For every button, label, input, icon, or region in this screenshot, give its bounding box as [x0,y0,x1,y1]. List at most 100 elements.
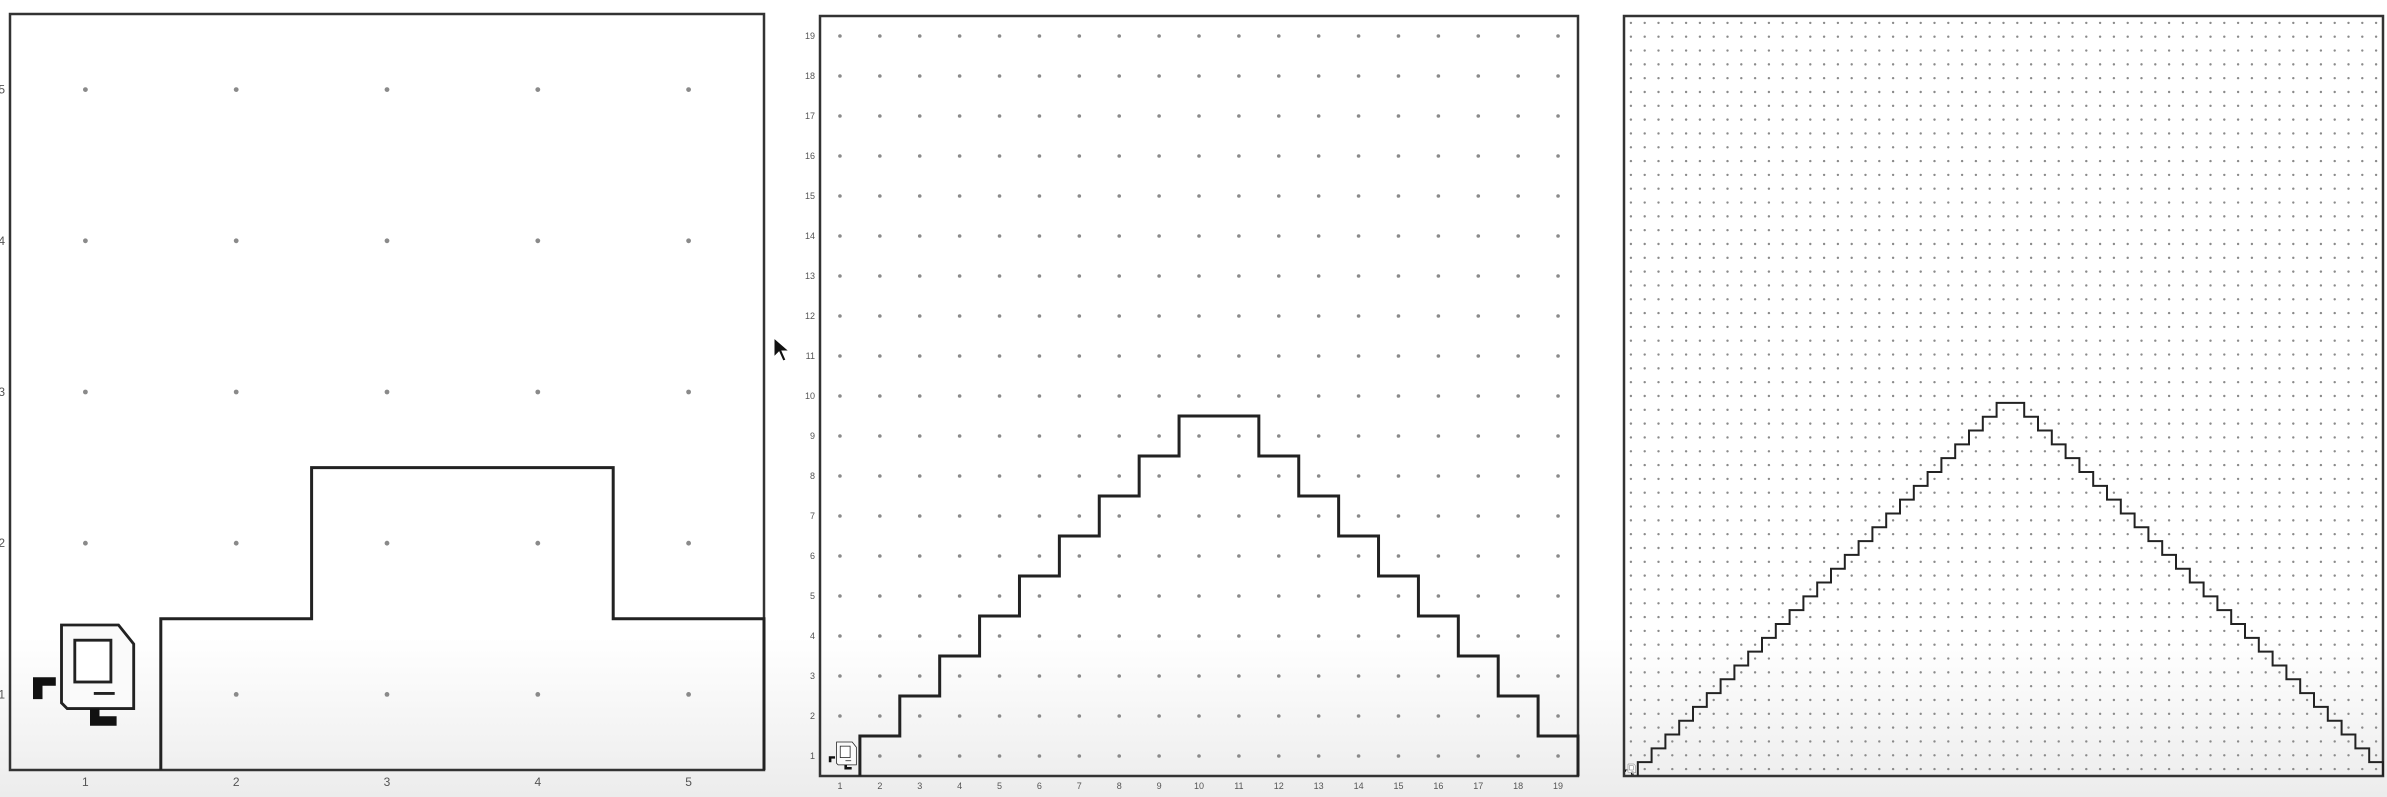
grid-corner-dot [1436,394,1441,398]
grid-corner-dot [1356,474,1361,478]
grid-corner-dot [1836,339,1840,342]
grid-corner-dot [1753,408,1757,412]
grid-corner-dot [2236,615,2240,619]
grid-corner-dot [2071,740,2074,743]
grid-corner-dot [2029,173,2033,177]
grid-corner-dot [1753,256,1757,260]
grid-corner-dot [2292,602,2295,605]
grid-corner-dot [2292,298,2295,301]
grid-corner-dot [2043,505,2047,508]
grid-corner-dot [2209,560,2212,564]
grid-corner-dot [2209,173,2212,177]
grid-corner-dot [1988,754,1991,757]
grid-corner-dot [1157,274,1161,278]
grid-corner-dot [2305,284,2309,287]
grid-corner-dot [2333,367,2336,370]
grid-corner-dot [917,434,922,438]
grid-corner-dot [2292,560,2295,564]
grid-corner-dot [1698,298,1702,301]
grid-corner-dot [1822,76,1826,80]
grid-corner-dot [2167,394,2171,398]
grid-corner-dot [1919,754,1922,757]
grid-corner-dot [2333,629,2336,633]
grid-corner-dot [2374,270,2378,273]
grid-corner-dot [997,434,1002,438]
grid-corner-dot [1836,187,1840,190]
grid-corner-dot [1933,298,1936,301]
grid-corner-dot [2333,380,2336,384]
grid-corner-dot [1822,284,1826,287]
grid-corner-dot [2002,436,2005,439]
grid-corner-dot [2098,380,2102,384]
world-frame [1622,14,2385,778]
grid-corner-dot [2278,684,2281,688]
grid-corner-dot [1933,270,1936,273]
grid-corner-dot [2319,118,2323,121]
grid-corner-dot [1698,560,1702,564]
grid-corner-dot [1891,146,1895,149]
grid-corner-dot [2195,201,2198,204]
grid-corner-dot [2016,615,2019,619]
grid-corner-dot [2126,408,2129,412]
grid-corner-dot [1905,242,1909,246]
grid-corner-dot [2264,215,2267,218]
grid-corner-dot [1850,422,1853,425]
grid-corner-dot [2347,325,2350,329]
grid-corner-dot [2140,132,2143,135]
grid-corner-dot [2209,408,2212,412]
grid-corner-dot [1905,201,1909,204]
grid-corner-dot [1740,63,1743,66]
grid-corner-dot [2195,187,2198,190]
grid-corner-dot [2278,615,2281,619]
grid-corner-dot [2305,463,2309,467]
grid-corner-dot [1629,270,1633,273]
grid-corner-dot [2195,311,2198,315]
grid-corner-dot [2264,698,2267,702]
grid-corner-dot [1809,284,1812,287]
grid-corner-dot [2181,491,2185,494]
grid-corner-dot [957,714,962,718]
grid-corner-dot [1671,615,1674,619]
grid-corner-dot [2016,574,2019,577]
grid-corner-dot [1671,408,1674,412]
grid-corner-dot [957,74,962,78]
grid-corner-dot [2333,712,2336,716]
grid-corner-dot [2374,49,2378,52]
grid-corner-dot [2209,90,2212,94]
grid-corner-dot [1643,684,1646,688]
grid-corner-dot [1276,514,1281,518]
grid-corner-dot [1809,588,1812,591]
grid-corner-dot [1836,615,1840,619]
grid-corner-dot [1795,367,1798,370]
grid-corner-dot [1726,491,1729,494]
grid-corner-dot [1276,674,1281,678]
grid-corner-dot [2223,546,2226,550]
grid-corner-dot [2140,90,2143,94]
grid-corner-dot [2002,422,2005,425]
grid-corner-dot [2374,684,2378,688]
grid-corner-dot [1974,505,1978,508]
grid-corner-dot [1933,21,1936,25]
grid-corner-dot [2043,173,2047,177]
grid-corner-dot [2347,21,2350,25]
grid-corner-dot [1988,242,1991,246]
grid-corner-dot [1643,90,1646,94]
street-label: 4 [0,234,5,248]
grid-corner-dot [2305,35,2309,38]
grid-corner-dot [1891,519,1895,522]
grid-corner-dot [2016,49,2019,52]
street-label: 11 [806,351,815,361]
grid-corner-dot [917,194,922,198]
grid-corner-dot [1726,201,1729,204]
grid-corner-dot [2195,712,2198,716]
grid-corner-dot [1836,132,1840,135]
grid-corner-dot [1643,159,1646,163]
grid-corner-dot [2071,671,2074,674]
grid-corner-dot [1974,339,1978,342]
grid-corner-dot [1671,574,1674,577]
grid-corner-dot [1671,560,1674,564]
grid-corner-dot [1795,49,1798,52]
grid-corner-dot [2209,767,2212,771]
grid-corner-dot [2140,698,2143,702]
